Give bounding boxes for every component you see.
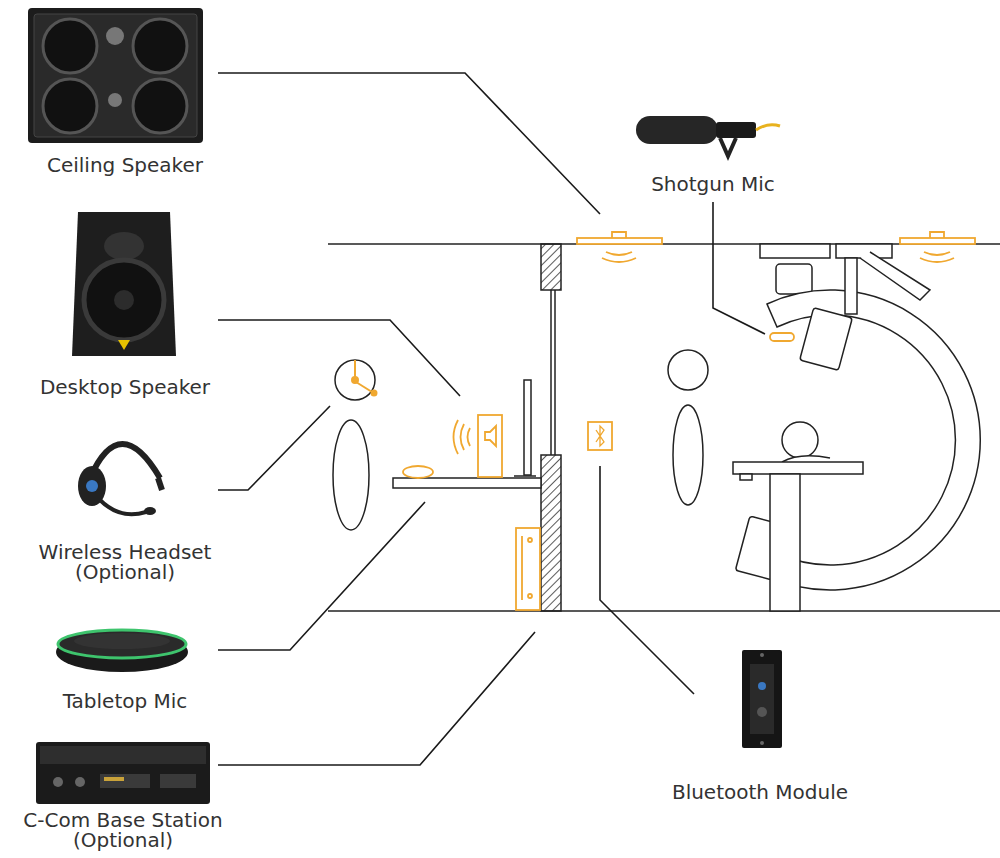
ceiling-speaker-icon: [577, 232, 975, 262]
product-caption: Desktop Speaker: [10, 377, 240, 397]
desk: [393, 380, 541, 488]
tabletop-mic-photo: [56, 630, 188, 672]
ceiling-speaker-photo: [28, 8, 203, 143]
room-structure: [328, 244, 1000, 611]
product-caption: Bluetooth Module: [640, 782, 880, 802]
surgeon-figure: [668, 350, 708, 505]
operator-figure: [333, 360, 375, 530]
c-arm-equipment: [733, 244, 980, 611]
base-station-photo: [36, 742, 210, 804]
product-caption: Shotgun Mic: [600, 174, 826, 194]
bluetooth-module-photo: [742, 650, 782, 748]
product-caption: Ceiling Speaker: [10, 155, 240, 175]
base-station-icon: [516, 528, 540, 610]
product-caption: C-Com Base Station (Optional): [3, 810, 243, 850]
product-caption: Tabletop Mic: [10, 691, 240, 711]
bluetooth-icon: [588, 422, 612, 450]
desktop-speaker-photo: [72, 212, 176, 356]
shotgun-mic-photo: [636, 116, 780, 156]
headset-photo: [78, 444, 162, 515]
desktop-speaker-icon: [454, 415, 503, 477]
tabletop-mic-icon: [403, 466, 433, 478]
shotgun-mic-icon: [770, 333, 794, 341]
product-caption: Wireless Headset (Optional): [10, 542, 240, 582]
headset-icon: [352, 360, 377, 396]
